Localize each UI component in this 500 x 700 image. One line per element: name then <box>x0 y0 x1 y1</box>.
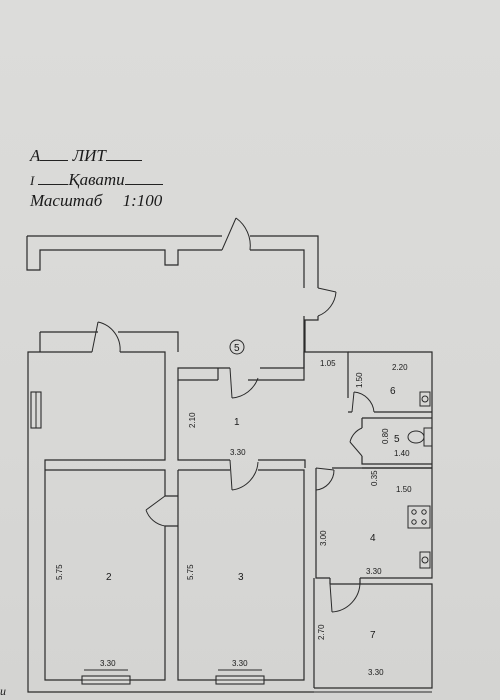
room-number-2: 2 <box>106 572 112 583</box>
stove-burner-3 <box>411 519 417 525</box>
room-1-door-top <box>229 367 259 399</box>
room-2-door <box>145 495 166 527</box>
dim-room-2-length: 5.75 <box>55 564 64 580</box>
stove-burner-4 <box>421 519 427 525</box>
dim-room-7-length: 2.70 <box>317 624 326 640</box>
kitchen-sink-bowl <box>421 556 429 564</box>
margin-letter: и <box>0 684 6 698</box>
stove <box>407 505 431 529</box>
room-number-5: 5 <box>394 434 400 445</box>
dim-0-35: 0.35 <box>370 470 379 486</box>
scale-label: Масштаб <box>30 191 103 210</box>
room-number-5-corridor: 5 <box>234 343 240 354</box>
room-number-3: 3 <box>238 572 244 583</box>
dim-room-4-length: 3.00 <box>319 530 328 546</box>
wall-rooms-2-3 <box>27 469 314 693</box>
floor-line: I Қавати <box>30 170 163 190</box>
dim-room-6-width: 2.20 <box>392 363 408 372</box>
dim-room-1-width: 3.30 <box>230 448 246 457</box>
room-5-corridor-circle <box>229 339 245 355</box>
dim-room-2-width: 3.30 <box>100 659 116 668</box>
scale-line: Масштаб 1:100 <box>30 191 162 211</box>
scale-value: 1:100 <box>122 191 163 210</box>
stove-burner-1 <box>411 509 417 515</box>
dim-room-1-length: 2.10 <box>188 412 197 428</box>
wall-room-4 <box>313 467 433 688</box>
room-number-4: 4 <box>370 533 376 544</box>
wall-top-corridor-inner <box>177 316 305 381</box>
floor-underline-2 <box>124 183 163 185</box>
wall-room-6 <box>348 351 433 468</box>
floor-label: Қавати <box>68 170 125 189</box>
left-room-door <box>91 321 121 353</box>
dim-room-3-width: 3.30 <box>232 659 248 668</box>
wall-left-room <box>27 331 179 470</box>
room-number-6: 6 <box>390 386 396 397</box>
room-6-door <box>351 391 375 413</box>
room-number-7: 7 <box>370 630 376 641</box>
dim-room-4-width: 1.50 <box>396 485 412 494</box>
room-4-door <box>315 467 335 491</box>
room-number-1: 1 <box>234 417 240 428</box>
room-5-door <box>349 427 363 457</box>
dim-room-5-length: 0.80 <box>381 428 390 444</box>
lit-letter: А <box>30 146 41 165</box>
toilet-bowl <box>407 430 425 444</box>
lit-label: ЛИТ <box>72 146 106 165</box>
dim-3-30-room-4: 3.30 <box>366 567 382 576</box>
stove-burner-2 <box>421 509 427 515</box>
dim-room-6-length: 1.50 <box>355 372 364 388</box>
dim-room-7-width: 3.30 <box>368 668 384 677</box>
wall-top-corridor <box>26 235 319 352</box>
floor-underline <box>38 183 69 185</box>
room-7-door <box>329 581 361 613</box>
dim-1-05: 1.05 <box>320 359 336 368</box>
sink-bowl-room-6 <box>421 395 429 403</box>
kitchen-sink <box>419 551 431 569</box>
lit-line: А ЛИТ <box>30 146 142 166</box>
dim-room-3-length: 5.75 <box>186 564 195 580</box>
floor-number: I <box>30 173 35 188</box>
room-1-door-bottom <box>229 459 259 491</box>
wall-room-1 <box>177 351 349 468</box>
lit-underline <box>40 159 69 161</box>
sink-room-6 <box>419 391 431 407</box>
dim-room-5-width: 1.40 <box>394 449 410 458</box>
corridor-door-right <box>317 287 337 317</box>
entrance-door <box>221 217 251 251</box>
toilet-tank <box>423 427 433 447</box>
lit-underline-2 <box>105 159 142 161</box>
